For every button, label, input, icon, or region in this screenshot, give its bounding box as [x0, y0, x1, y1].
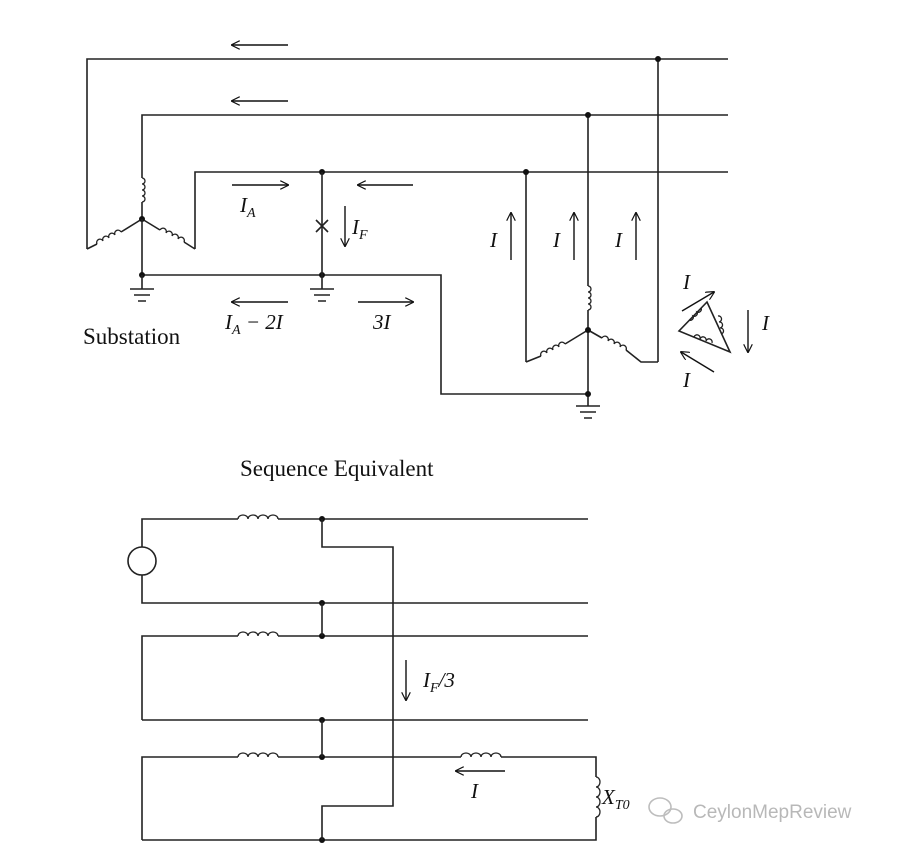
coil-icon: [237, 752, 279, 758]
xt0-label: XT0: [601, 785, 630, 813]
coil-icon: [540, 341, 566, 357]
series-interconnection: [321, 519, 394, 840]
delta-winding: [677, 300, 732, 354]
coil-icon: [96, 229, 122, 245]
ia-minus-2i-label: IA − 2I: [224, 310, 284, 338]
delta-current-label: I: [761, 311, 770, 335]
sequence-equivalent-title: Sequence Equivalent: [240, 456, 434, 481]
coil-icon: [595, 776, 601, 818]
substation-label: Substation: [83, 324, 181, 349]
coil-icon: [587, 285, 592, 311]
fault-x-icon: [315, 219, 329, 233]
top-diagram: Substation IA IF IA − 2I 3I I I I I I I: [83, 45, 770, 419]
coil-icon: [141, 177, 146, 203]
ground-icon: [310, 275, 334, 302]
watermark-text: CeylonMepReview: [693, 802, 852, 823]
ground-icon: [130, 275, 154, 302]
three-i-label: 3I: [372, 310, 392, 334]
if-over-3-label: IF/3: [422, 668, 455, 696]
coil-icon: [237, 631, 279, 637]
leg-current-label: I: [489, 228, 498, 252]
coil-icon: [688, 307, 702, 321]
phase-line-2: [141, 114, 728, 178]
coil-icon: [601, 335, 627, 351]
substation-transformer: [86, 177, 196, 250]
load-transformer: [523, 56, 661, 397]
positive-sequence-network: [127, 514, 588, 606]
if-label: IF: [351, 215, 368, 243]
fault-branch: [315, 172, 329, 275]
negative-sequence-network: [141, 631, 588, 723]
leg-current-label: I: [614, 228, 623, 252]
delta-current-label: I: [682, 368, 691, 392]
ground-icon: [576, 394, 600, 419]
phase-line-1: [86, 58, 728, 249]
coil-icon: [717, 315, 725, 335]
coil-icon: [693, 334, 713, 344]
leg-current-label: I: [552, 228, 561, 252]
sequence-equivalent-diagram: Sequence Equivalent: [127, 456, 630, 843]
current-arrows: [232, 45, 748, 373]
coil-icon: [460, 752, 502, 758]
phase-line-3: [194, 171, 728, 249]
zero-sequence-network: [141, 752, 601, 843]
delta-current-label: I: [682, 270, 691, 294]
coil-icon: [159, 227, 185, 243]
source-icon: [127, 546, 157, 576]
coil-icon: [237, 514, 279, 520]
wechat-icon: [648, 797, 683, 824]
ia-label: IA: [239, 193, 256, 221]
neutral-return: [141, 219, 588, 395]
loop-current-label: I: [470, 779, 479, 803]
watermark: CeylonMepReview: [648, 797, 852, 824]
